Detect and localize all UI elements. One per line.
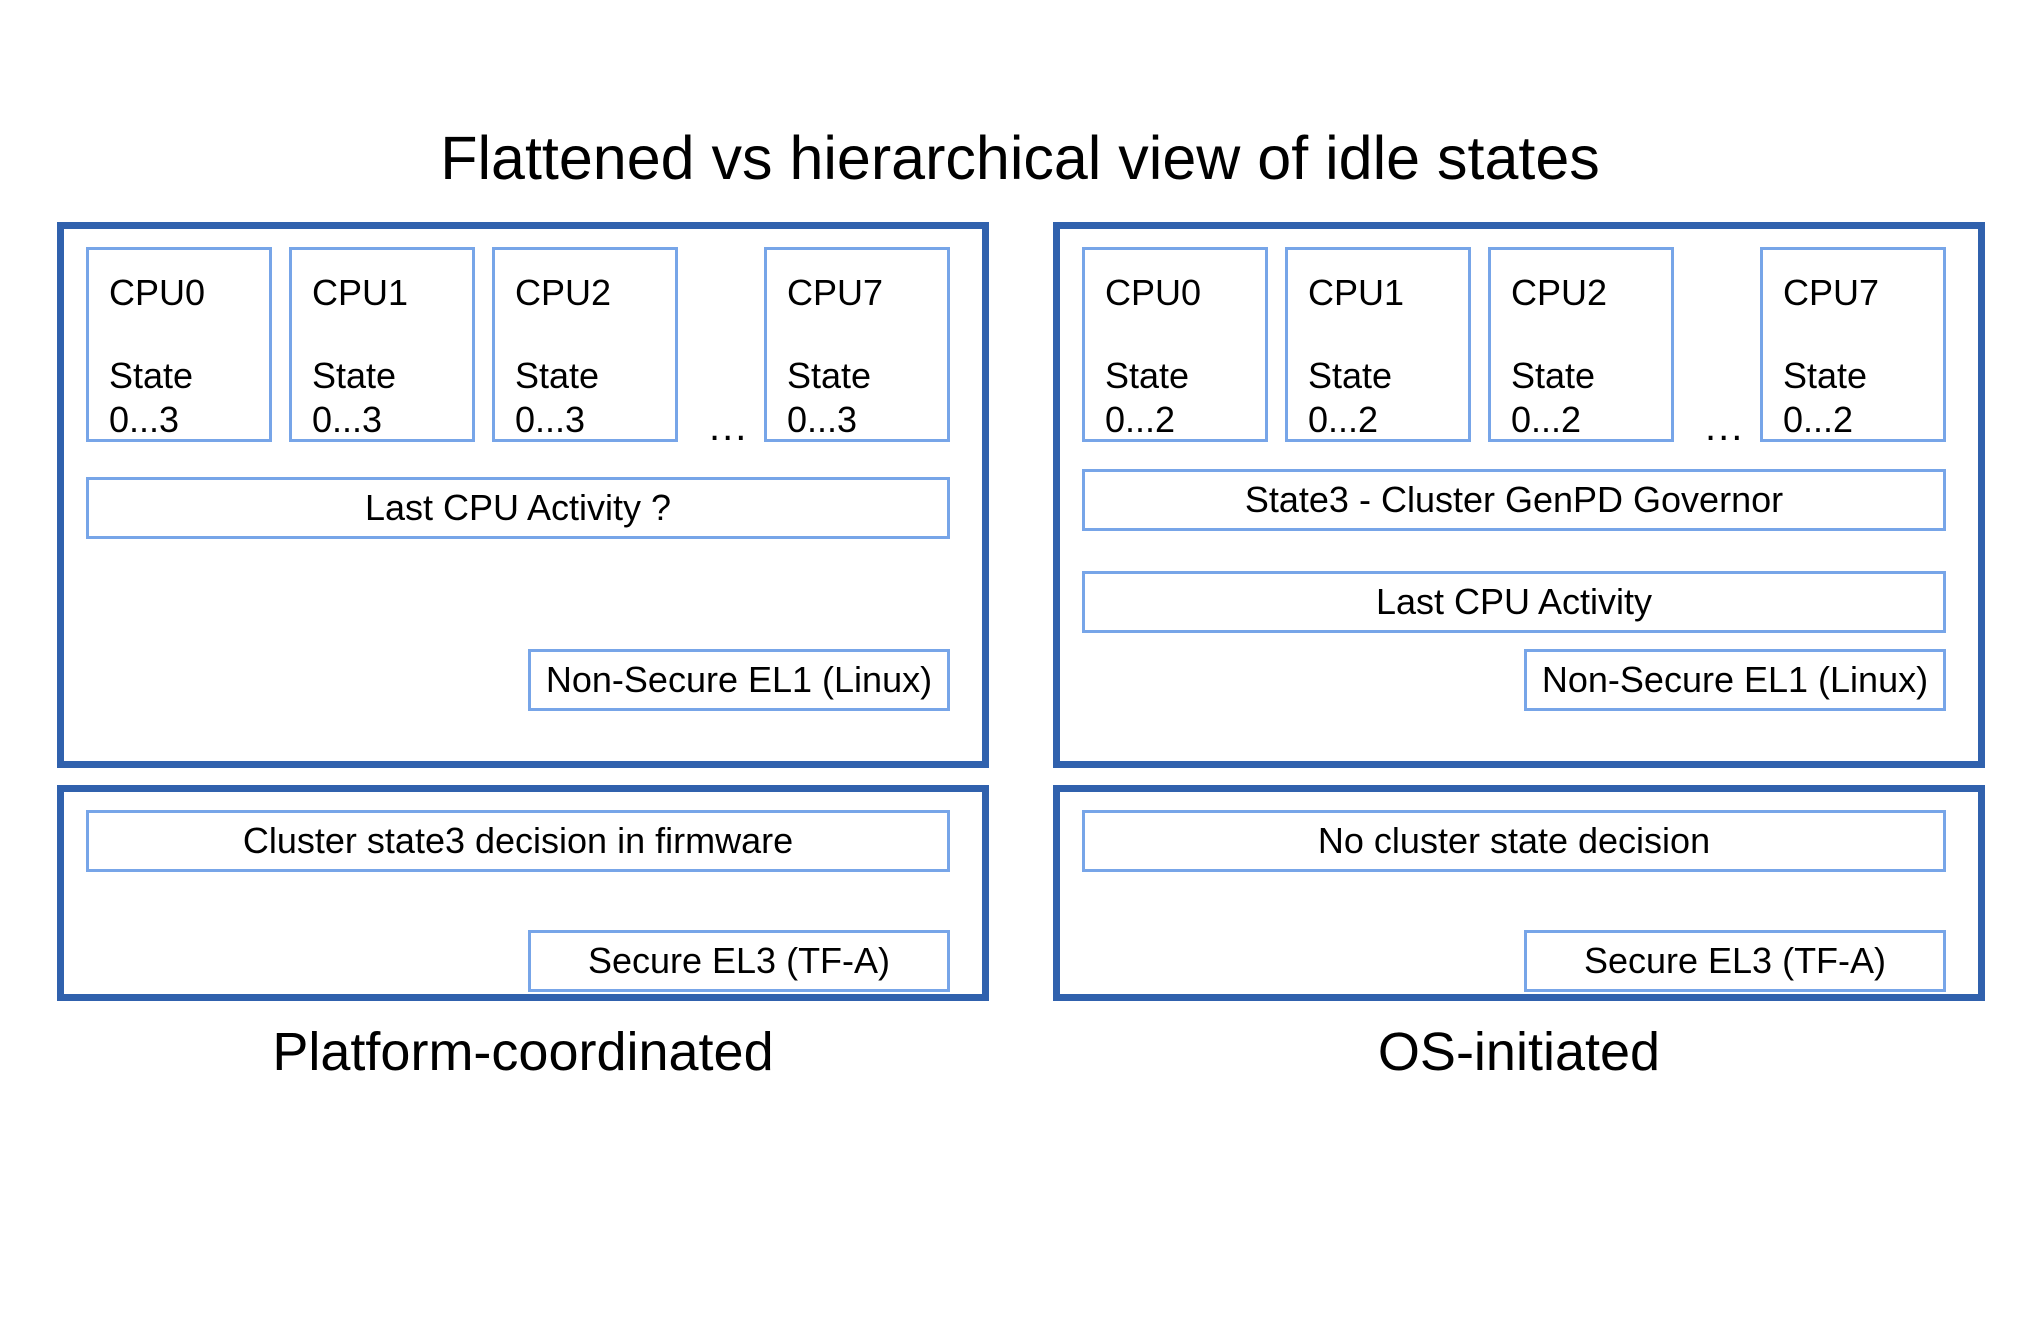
left-cluster-decision-bar[interactable]: Cluster state3 decision in firmware: [86, 810, 950, 872]
cpu-state-label: State 0...2: [1783, 355, 1868, 440]
cpu-ellipsis: ...: [709, 405, 749, 449]
right-last-cpu-activity-bar[interactable]: Last CPU Activity: [1082, 571, 1946, 633]
bar-label: Cluster state3 decision in firmware: [242, 820, 794, 861]
right-genpd-governor-bar[interactable]: State3 - Cluster GenPD Governor: [1082, 469, 1946, 531]
cpu-state-label: State 0...3: [787, 355, 872, 440]
exception-level-label: Secure EL3 (TF-A): [1583, 940, 1887, 981]
cpu-name-label: CPU0: [1105, 272, 1202, 313]
bar-label: Last CPU Activity: [1375, 581, 1653, 622]
exception-level-label: Non-Secure EL1 (Linux): [545, 659, 933, 700]
bar-label: No cluster state decision: [1317, 820, 1711, 861]
cpu-name-label: CPU2: [1511, 272, 1608, 313]
right-cpu-box-0[interactable]: CPU0 State 0...2: [1082, 247, 1268, 442]
exception-level-label: Secure EL3 (TF-A): [587, 940, 891, 981]
right-cpu-box-2[interactable]: CPU2 State 0...2: [1488, 247, 1674, 442]
left-cpu-box-7[interactable]: CPU7 State 0...3: [764, 247, 950, 442]
cpu-name-label: CPU7: [787, 272, 884, 313]
left-panel-caption: Platform-coordinated: [272, 1022, 774, 1082]
cpu-name-label: CPU0: [109, 272, 206, 313]
cpu-state-label: State 0...2: [1308, 355, 1393, 440]
right-no-cluster-decision-bar[interactable]: No cluster state decision: [1082, 810, 1946, 872]
right-firmware-layer-panel: No cluster state decision Secure EL3 (TF…: [1053, 785, 1985, 1001]
left-cpu-box-2[interactable]: CPU2 State 0...3: [492, 247, 678, 442]
cpu-name-label: CPU1: [312, 272, 409, 313]
cpu-name-label: CPU7: [1783, 272, 1880, 313]
right-panel-caption: OS-initiated: [1377, 1022, 1661, 1082]
cpu-state-label: State 0...3: [109, 355, 194, 440]
left-exception-level-box[interactable]: Non-Secure EL1 (Linux): [528, 649, 950, 711]
left-firmware-layer-panel: Cluster state3 decision in firmware Secu…: [57, 785, 989, 1001]
cpu-state-label: State 0...3: [515, 355, 600, 440]
right-os-layer-panel: CPU0 State 0...2 CPU1 State 0...2 CPU2 S…: [1053, 222, 1985, 768]
exception-level-label: Non-Secure EL1 (Linux): [1541, 659, 1929, 700]
left-os-layer-panel: CPU0 State 0...3 CPU1 State 0...3 CPU2 S…: [57, 222, 989, 768]
bar-label: State3 - Cluster GenPD Governor: [1244, 479, 1784, 520]
right-exception-level-box[interactable]: Non-Secure EL1 (Linux): [1524, 649, 1946, 711]
cpu-name-label: CPU1: [1308, 272, 1405, 313]
right-secure-el3-box[interactable]: Secure EL3 (TF-A): [1524, 930, 1946, 992]
cpu-state-label: State 0...2: [1105, 355, 1190, 440]
left-cpu-box-0[interactable]: CPU0 State 0...3: [86, 247, 272, 442]
page-title: Flattened vs hierarchical view of idle s…: [440, 124, 1600, 192]
right-cpu-box-7[interactable]: CPU7 State 0...2: [1760, 247, 1946, 442]
left-last-cpu-activity-bar[interactable]: Last CPU Activity ?: [86, 477, 950, 539]
right-cpu-box-1[interactable]: CPU1 State 0...2: [1285, 247, 1471, 442]
cpu-ellipsis: ...: [1705, 405, 1745, 449]
cpu-state-label: State 0...2: [1511, 355, 1596, 440]
left-secure-el3-box[interactable]: Secure EL3 (TF-A): [528, 930, 950, 992]
cpu-name-label: CPU2: [515, 272, 612, 313]
bar-label: Last CPU Activity ?: [364, 487, 672, 528]
left-cpu-box-1[interactable]: CPU1 State 0...3: [289, 247, 475, 442]
cpu-state-label: State 0...3: [312, 355, 397, 440]
